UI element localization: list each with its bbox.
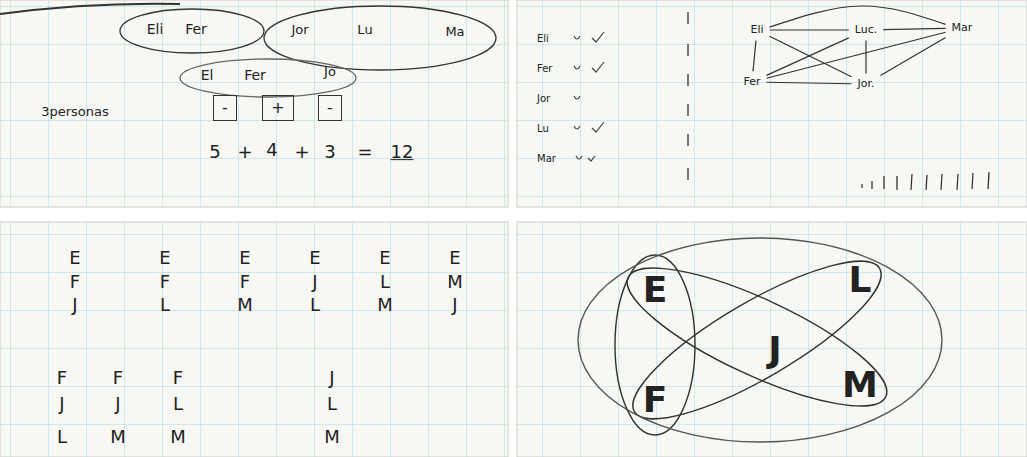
handwritten-label: E	[643, 270, 668, 310]
handwritten-label: L	[849, 260, 872, 300]
handwritten-label: 3personas	[41, 105, 109, 119]
handwritten-label: L	[173, 394, 183, 414]
handwritten-label: Eli	[537, 33, 549, 44]
handwritten-label: Jor	[537, 93, 550, 104]
handwritten-label: F	[70, 272, 80, 292]
handwritten-label: F	[57, 368, 67, 388]
handwritten-label: +	[237, 142, 252, 162]
handwritten-label: J	[329, 368, 334, 388]
node-text: Fer	[743, 75, 760, 88]
handwritten-label: M	[110, 427, 126, 447]
handwritten-label: El	[201, 68, 214, 83]
handwritten-label: Fer	[244, 68, 266, 83]
node-text: -	[222, 98, 228, 117]
handwritten-label: J	[452, 295, 457, 315]
handwritten-label: L	[380, 272, 390, 292]
handwritten-label: J	[768, 330, 781, 370]
handwritten-label: M	[170, 427, 186, 447]
handwritten-label: L	[57, 427, 67, 447]
mark-box: +	[262, 95, 293, 120]
handwritten-label: F	[160, 272, 170, 292]
node-text: Jor.	[858, 77, 875, 90]
node-text: Luc.	[855, 23, 877, 36]
venn-loops	[578, 236, 942, 445]
connector-line	[883, 28, 945, 29]
handwritten-label: Lu	[537, 123, 549, 134]
handwritten-label: Eli	[147, 22, 164, 37]
handwritten-label: J	[72, 295, 77, 315]
mark-box: -	[213, 95, 237, 120]
node-text: Eli	[750, 23, 763, 36]
handwritten-label: Fer	[537, 63, 552, 74]
name-node: Jor.	[855, 76, 878, 91]
handwritten-label: F	[240, 272, 250, 292]
handwritten-label: 3	[324, 142, 335, 162]
handwritten-label: M	[324, 427, 340, 447]
connector-line	[865, 41, 866, 74]
pencil-loops	[0, 4, 496, 97]
handwritten-label: Jor	[291, 23, 308, 37]
handwritten-label: L	[310, 295, 320, 315]
handwritten-label: F	[173, 368, 183, 388]
handwritten-label: Mar	[537, 153, 556, 164]
check-marks	[574, 32, 604, 161]
handwritten-label: M	[237, 295, 253, 315]
node-text: -	[327, 98, 333, 117]
connector-line	[753, 41, 756, 72]
connector-line	[880, 38, 945, 76]
name-node: Fer	[740, 74, 763, 89]
handwritten-label: F	[113, 368, 123, 388]
handwritten-label: E	[379, 248, 390, 268]
handwritten-label: E	[69, 248, 80, 268]
handwritten-label: Lu	[357, 23, 372, 37]
handwritten-label: E	[159, 248, 170, 268]
handwritten-label: Jo	[324, 65, 336, 79]
handwritten-label: J	[115, 394, 120, 414]
connector-line	[767, 38, 849, 76]
handwritten-label: 5	[209, 142, 220, 162]
handwritten-label: M	[447, 272, 463, 292]
name-node: Mar	[949, 20, 976, 35]
handwritten-label: L	[327, 394, 337, 414]
mark-box: -	[318, 95, 342, 120]
handwritten-label: J	[59, 394, 64, 414]
connector-line	[770, 29, 849, 30]
handwritten-label: E	[309, 248, 320, 268]
group-loop	[180, 59, 356, 97]
handwritten-label: L	[160, 295, 170, 315]
handwritten-label: E	[449, 248, 460, 268]
handwritten-label: 4	[266, 140, 277, 160]
handwritten-label: Fer	[185, 22, 207, 37]
handwritten-label: =	[357, 142, 372, 162]
handwritten-label: M	[842, 365, 878, 405]
group-loop	[120, 9, 264, 53]
tally-marks	[688, 12, 989, 190]
name-node: Eli	[747, 22, 766, 37]
handwritten-label: M	[377, 295, 393, 315]
node-text: +	[271, 98, 284, 117]
handwritten-label: E	[239, 248, 250, 268]
handwritten-label: Ma	[445, 25, 464, 39]
handwritten-label: F	[643, 380, 668, 420]
handwritten-label: J	[312, 272, 317, 292]
handwritten-label: +	[294, 142, 309, 162]
node-text: Mar	[952, 21, 973, 34]
connector-line	[767, 82, 852, 83]
connector-line	[767, 32, 946, 78]
name-node: Luc.	[852, 22, 880, 37]
handwritten-label: 12	[391, 142, 414, 162]
